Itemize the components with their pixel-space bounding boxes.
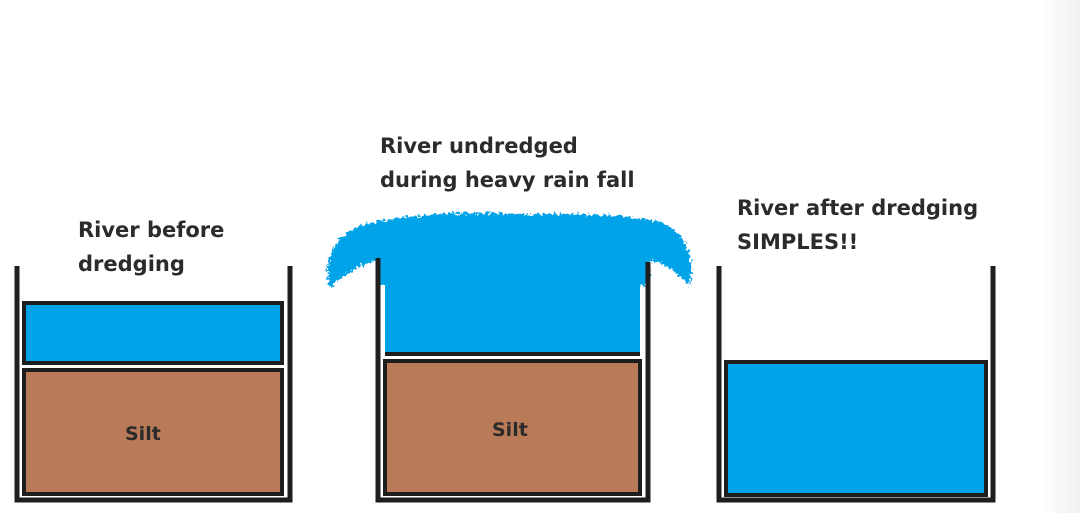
caption-after-dredging: River after dredging SIMPLES!! xyxy=(737,192,978,259)
river-bank-outline xyxy=(716,266,996,503)
caption-line: during heavy rain fall xyxy=(380,167,635,192)
water-layer xyxy=(724,360,988,497)
silt-layer xyxy=(22,368,284,496)
caption-line: River before xyxy=(78,218,225,242)
image-edge-shade xyxy=(1040,0,1080,513)
river-bank-outline xyxy=(14,266,293,503)
caption-undredged-heavy-rain: River undredged during heavy rain fall xyxy=(380,130,635,197)
panel-undredged-heavy-rain xyxy=(327,213,692,503)
river-bank-outline xyxy=(375,258,651,503)
silt-label-undredged: Silt xyxy=(492,419,528,441)
caption-before-dredging: River before dredging xyxy=(78,214,224,281)
panel-before-dredging xyxy=(14,266,293,503)
caption-line: SIMPLES!! xyxy=(737,229,859,254)
water-layer xyxy=(22,301,284,365)
caption-line: River undredged xyxy=(380,134,578,158)
silt-layer xyxy=(383,359,642,496)
caption-line: River after dredging xyxy=(737,196,979,220)
caption-line: dredging xyxy=(78,251,185,276)
silt-label-before: Silt xyxy=(125,423,161,445)
water-layer xyxy=(385,240,640,354)
panel-after-dredging xyxy=(716,266,996,503)
